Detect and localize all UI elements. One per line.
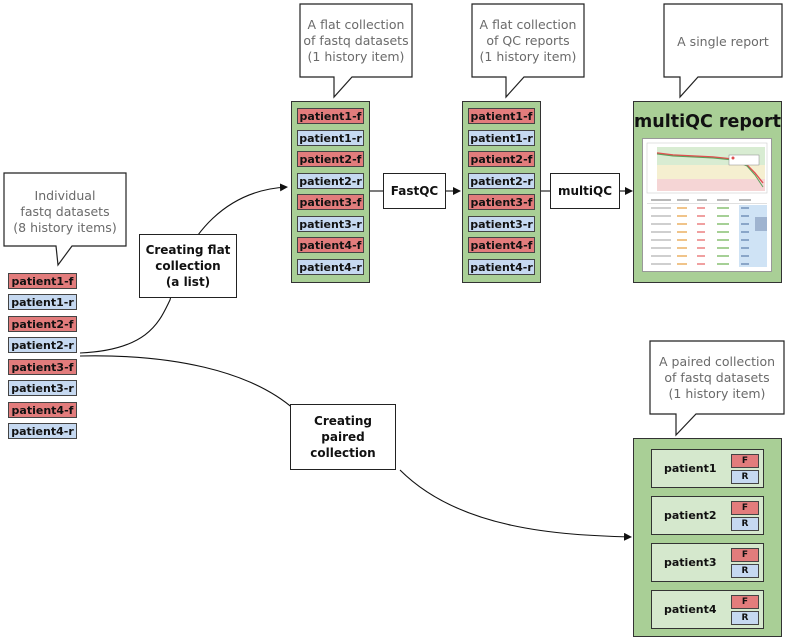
callout-bubble-flat-qc	[471, 3, 585, 99]
pair-forward[interactable]: F	[731, 454, 759, 468]
collection-item[interactable]: patient1-f	[297, 108, 364, 124]
connector-to-flat-collection	[79, 183, 288, 354]
pair-item[interactable]: patient1 F R	[651, 449, 764, 488]
collection-item[interactable]: patient2-r	[468, 173, 535, 189]
collection-item[interactable]: patient1-f	[468, 108, 535, 124]
pair-name: patient4	[664, 603, 717, 616]
dataset-chip[interactable]: patient2-r	[8, 337, 77, 353]
step-fastqc[interactable]: FastQC	[383, 173, 446, 209]
report-title: multiQC report	[634, 112, 781, 132]
callout-bubble-paired	[649, 340, 785, 437]
dataset-chip[interactable]: patient1-f	[8, 273, 77, 289]
collection-item[interactable]: patient3-f	[468, 194, 535, 210]
collection-item[interactable]: patient4-r	[468, 259, 535, 275]
pair-forward[interactable]: F	[731, 548, 759, 562]
dataset-chip[interactable]: patient4-r	[8, 423, 77, 439]
pair-item[interactable]: patient4 F R	[651, 590, 764, 629]
collection-item[interactable]: patient2-f	[297, 151, 364, 167]
collection-item[interactable]: patient4-f	[297, 237, 364, 253]
dataset-chip[interactable]: patient1-r	[8, 294, 77, 310]
pair-name: patient2	[664, 509, 717, 522]
collection-item[interactable]: patient2-r	[297, 173, 364, 189]
callout-bubble-individual	[3, 172, 127, 267]
pair-name: patient3	[664, 556, 717, 569]
pair-reverse[interactable]: R	[731, 470, 759, 484]
dataset-chip[interactable]: patient3-f	[8, 359, 77, 375]
report-thumbnail	[642, 138, 772, 272]
callout-paired: A paired collection of fastq datasets (1…	[658, 354, 776, 401]
pair-forward[interactable]: F	[731, 595, 759, 609]
pair-forward[interactable]: F	[731, 501, 759, 515]
dataset-chip[interactable]: patient4-f	[8, 402, 77, 418]
flat-qc-collection[interactable]: patient1-f patient1-r patient2-f patient…	[462, 101, 541, 283]
connector-to-paired-collection	[79, 355, 631, 537]
collection-item[interactable]: patient4-f	[468, 237, 535, 253]
report-thumbnail-graphic	[646, 142, 768, 267]
flat-fastq-collection[interactable]: patient1-f patient1-r patient2-f patient…	[291, 101, 370, 283]
callout-flat-qc: A flat collection of QC reports (1 histo…	[479, 17, 577, 64]
paired-collection[interactable]: patient1 F R patient2 F R patient3 F R p…	[633, 438, 782, 637]
step-create-paired-collection[interactable]: Creating paired collection	[290, 404, 396, 470]
collection-item[interactable]: patient2-f	[468, 151, 535, 167]
pair-reverse[interactable]: R	[731, 564, 759, 578]
collection-item[interactable]: patient1-r	[297, 130, 364, 146]
callout-single-report: A single report	[677, 34, 769, 49]
callout-individual: Individual fastq datasets (8 history ite…	[13, 188, 117, 235]
dataset-chip[interactable]: patient2-f	[8, 316, 77, 332]
pair-item[interactable]: patient3 F R	[651, 543, 764, 582]
pair-reverse[interactable]: R	[731, 517, 759, 531]
collection-item[interactable]: patient3-f	[297, 194, 364, 210]
multiqc-report[interactable]: multiQC report	[633, 101, 782, 283]
collection-item[interactable]: patient3-r	[297, 216, 364, 232]
callout-bubble-flat-fastq	[299, 3, 413, 99]
collection-item[interactable]: patient4-r	[297, 259, 364, 275]
collection-item[interactable]: patient1-r	[468, 130, 535, 146]
pair-name: patient1	[664, 462, 717, 475]
callout-bubble-single-report	[663, 3, 783, 99]
step-multiqc[interactable]: multiQC	[550, 173, 620, 209]
dataset-chip[interactable]: patient3-r	[8, 380, 77, 396]
collection-item[interactable]: patient3-r	[468, 216, 535, 232]
callout-flat-fastq: A flat collection of fastq datasets (1 h…	[303, 17, 409, 64]
pair-reverse[interactable]: R	[731, 611, 759, 625]
pair-item[interactable]: patient2 F R	[651, 496, 764, 535]
step-create-flat-collection[interactable]: Creating flat collection (a list)	[139, 234, 237, 298]
